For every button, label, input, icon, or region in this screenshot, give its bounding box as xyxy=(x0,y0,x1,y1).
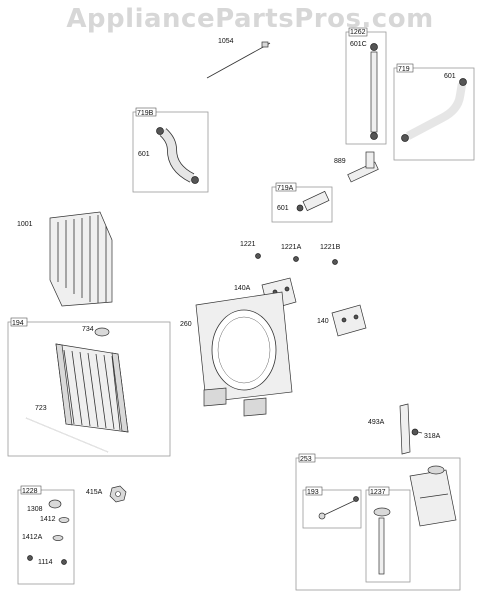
label-1001: 1001 xyxy=(17,221,33,228)
label-260: 260 xyxy=(180,321,192,328)
label-1228: 1228 xyxy=(22,488,38,495)
part-719B-hose[interactable] xyxy=(156,127,199,184)
part-1262-tube[interactable] xyxy=(370,43,378,140)
label-140A: 140A xyxy=(234,285,251,292)
part-723-seal-strip[interactable] xyxy=(25,417,109,453)
label-box-194 xyxy=(10,317,28,327)
group-box-1237 xyxy=(365,489,411,583)
group-box-719 xyxy=(393,67,475,161)
label-1114: 1114 xyxy=(38,559,53,566)
part-734-cap[interactable] xyxy=(94,327,110,337)
part-1308[interactable] xyxy=(48,499,62,509)
part-415A-nut[interactable] xyxy=(109,485,127,503)
label-1221A: 1221A xyxy=(281,244,302,251)
label-601C: 601C xyxy=(350,41,367,48)
group-box-1228 xyxy=(17,489,75,585)
part-193-clip[interactable] xyxy=(318,496,359,520)
label-719A: 719A xyxy=(277,185,294,192)
part-1001-screen[interactable] xyxy=(49,211,113,307)
part-493A-bracket[interactable] xyxy=(399,403,411,455)
part-1221A-screw[interactable] xyxy=(293,256,299,262)
label-1221B: 1221B xyxy=(320,244,341,251)
label-box-719A xyxy=(275,182,297,192)
label-1308: 1308 xyxy=(27,506,43,513)
label-140: 140 xyxy=(317,318,329,325)
label-1221: 1221 xyxy=(240,241,256,248)
part-194-radiator[interactable] xyxy=(55,343,129,433)
group-box-719A xyxy=(271,186,333,223)
label-box-719 xyxy=(396,63,414,73)
label-box-719B xyxy=(135,107,157,117)
label-193: 193 xyxy=(307,489,319,496)
part-260-shroud[interactable] xyxy=(195,291,293,417)
group-box-1262 xyxy=(345,31,387,145)
label-box-1262 xyxy=(348,27,368,37)
label-box-1237 xyxy=(368,486,390,496)
group-box-719B xyxy=(132,111,209,193)
label-1412: 1412 xyxy=(40,516,56,523)
label-253: 253 xyxy=(300,456,312,463)
label-1262: 1262 xyxy=(350,29,366,36)
label-601-719A: 601 xyxy=(277,205,289,212)
part-253-reservoir[interactable] xyxy=(409,465,457,527)
label-719B: 719B xyxy=(137,110,154,117)
part-1412[interactable] xyxy=(58,517,70,523)
label-493A: 493A xyxy=(368,419,385,426)
part-1412A[interactable] xyxy=(52,535,64,541)
watermark: AppliancePartsPros.com xyxy=(66,4,434,34)
label-box-1228 xyxy=(20,485,42,495)
label-318A: 318A xyxy=(424,433,441,440)
label-1412A: 1412A xyxy=(22,534,43,541)
part-1054-cable-tie[interactable] xyxy=(206,41,271,79)
label-601-719: 601 xyxy=(444,73,456,80)
label-719: 719 xyxy=(398,66,410,73)
label-box-253 xyxy=(298,453,316,463)
group-box-194 xyxy=(7,321,171,457)
label-194: 194 xyxy=(12,320,24,327)
part-318A-screw[interactable] xyxy=(411,428,423,436)
label-415A: 415A xyxy=(86,489,103,496)
label-1054: 1054 xyxy=(218,38,234,45)
label-723: 723 xyxy=(35,405,47,412)
label-734: 734 xyxy=(82,326,94,333)
part-1237-cap-tube[interactable] xyxy=(373,507,391,575)
label-601-719B: 601 xyxy=(138,151,150,158)
part-719-hose[interactable] xyxy=(401,78,467,142)
label-889: 889 xyxy=(334,158,346,165)
label-1237: 1237 xyxy=(370,489,386,496)
part-889-fitting[interactable] xyxy=(347,151,379,183)
group-box-253 xyxy=(295,457,461,591)
part-1221B-screw[interactable] xyxy=(332,259,338,265)
part-719A-hose[interactable] xyxy=(296,190,330,212)
part-1114[interactable] xyxy=(27,555,67,565)
group-box-193 xyxy=(302,489,362,529)
part-1221-screw[interactable] xyxy=(255,253,261,259)
part-140-bracket[interactable] xyxy=(331,304,367,337)
label-box-193 xyxy=(305,486,323,496)
